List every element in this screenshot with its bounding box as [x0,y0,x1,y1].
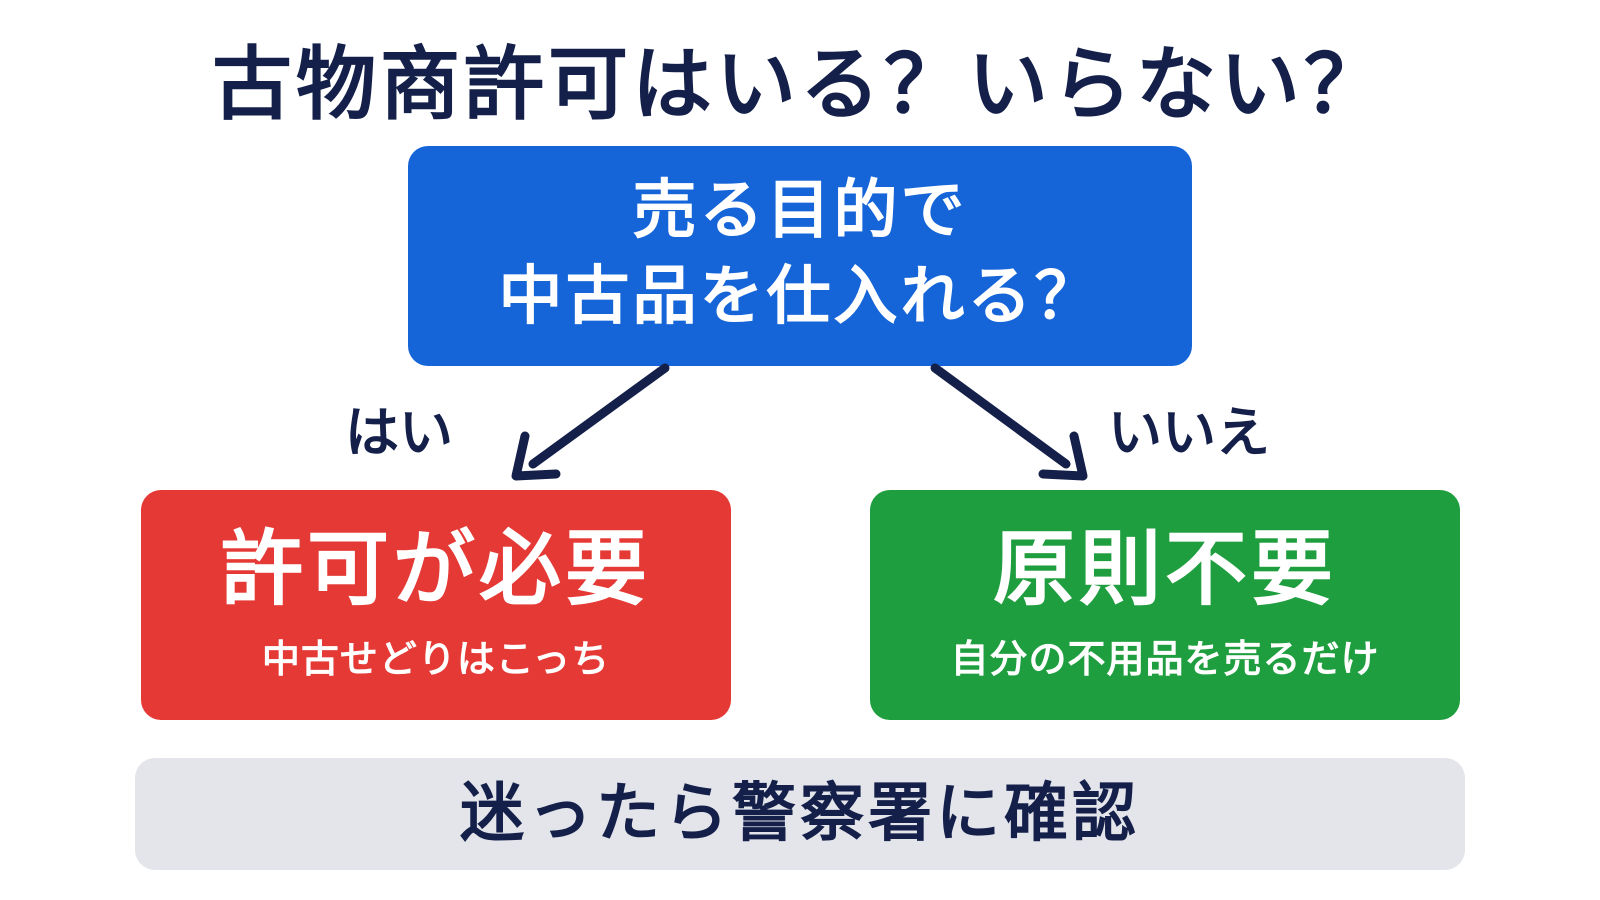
footer-note: 迷ったら警察署に確認 [135,758,1465,870]
branch-label-no: いいえ [1108,401,1270,464]
result-not-required-sub: 自分の不用品を売るだけ [950,637,1380,681]
arrow-yes [511,363,670,481]
arrow-no-shaft [930,363,1071,469]
branch-label-yes: はい [345,401,453,464]
question-line-1: 売る目的で [632,174,968,248]
result-box-required: 許可が必要 中古せどりはこっち [141,490,731,720]
arrow-yes-shaft [528,363,670,469]
question-box: 売る目的で 中古品を仕入れる？ [408,146,1192,366]
question-line-2: 中古品を仕入れる？ [498,260,1102,334]
arrow-no [930,363,1088,481]
page-title: 古物商許可はいる？いらない？ [212,38,1388,131]
result-not-required-main: 原則不要 [992,522,1337,617]
arrow-no-head [1038,431,1088,481]
result-box-not-required: 原則不要 自分の不用品を売るだけ [870,490,1460,720]
result-required-main: 許可が必要 [220,522,651,617]
arrow-yes-head [511,431,561,481]
result-required-sub: 中古せどりはこっち [261,637,611,681]
